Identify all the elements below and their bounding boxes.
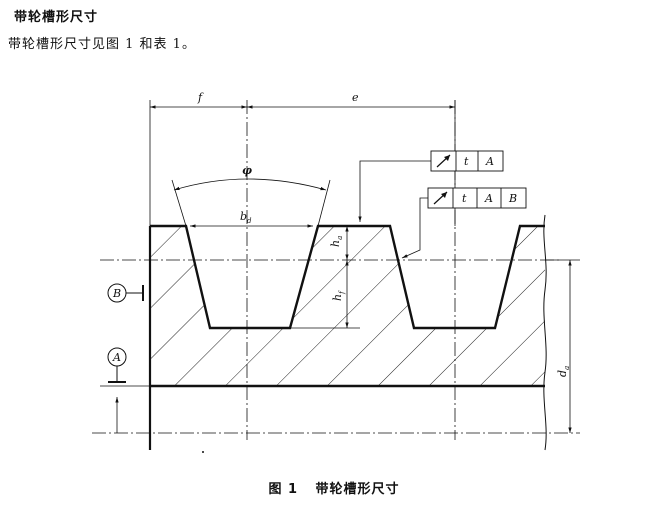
tol2-a: A: [484, 192, 493, 205]
hatched-section: [150, 226, 545, 386]
datum-b-label: B: [112, 287, 121, 300]
label-phi: φ: [242, 164, 252, 177]
label-f: f: [197, 91, 204, 104]
pulley-profile-outline: [150, 224, 545, 330]
label-ha: ha: [329, 236, 344, 247]
tol1-a: A: [485, 155, 494, 168]
label-bd: bd: [240, 210, 252, 225]
figure-number: 图 1: [268, 482, 299, 497]
dim-phi-arc: [173, 178, 327, 191]
tol2-t: t: [462, 192, 467, 205]
section-paragraph: 带轮槽形尺寸见图 1 和表 1。: [8, 37, 196, 52]
tolerance-frame-1: t A: [430, 150, 504, 172]
tolerance-frame-2: t A B: [427, 187, 527, 209]
break-line: [543, 214, 547, 451]
runout-arrow-icon: [436, 154, 451, 168]
datum-a-label: A: [112, 351, 121, 364]
label-hf: hf: [331, 290, 346, 301]
label-da: da: [556, 366, 571, 377]
label-e: e: [352, 91, 359, 104]
section-heading: 带轮槽形尺寸: [14, 10, 99, 25]
leader-2: [401, 197, 428, 259]
tol1-t: t: [464, 155, 469, 168]
figure-caption: 图 1 带轮槽形尺寸: [0, 478, 668, 497]
runout-arrow-icon: [433, 191, 448, 205]
tol2-b: B: [508, 192, 517, 205]
leader-1: [358, 160, 431, 222]
figure-title: 带轮槽形尺寸: [315, 482, 400, 497]
